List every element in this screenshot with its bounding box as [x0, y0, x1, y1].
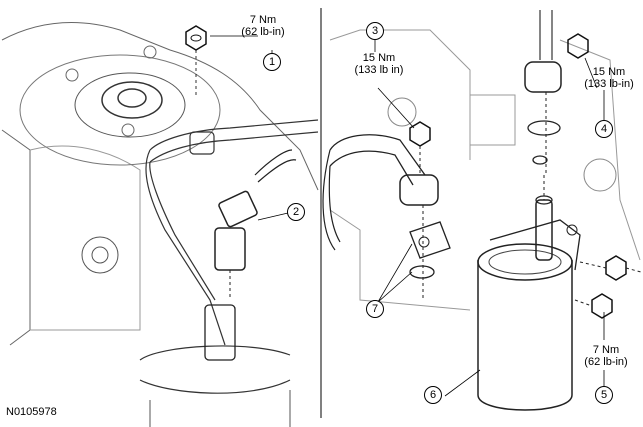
torque-spec-5-value: 7 Nm	[592, 344, 620, 356]
left-leaders	[195, 35, 289, 221]
right-view	[322, 10, 642, 411]
torque-spec-1: 7 Nm (62 lb-in)	[236, 14, 290, 38]
right-leaders	[374, 40, 605, 397]
callout-2: 2	[287, 203, 305, 221]
torque-spec-4-value: 15 Nm	[592, 66, 626, 78]
callout-3: 3	[366, 22, 384, 40]
torque-spec-4-imperial: (133 lb-in)	[584, 78, 634, 90]
left-view	[1, 22, 319, 427]
torque-spec-1-imperial: (62 lb-in)	[241, 26, 285, 38]
figure-id: N0105978	[6, 406, 57, 418]
callout-4: 4	[595, 120, 613, 138]
callout-5: 5	[595, 386, 613, 404]
callout-1: 1	[263, 53, 281, 71]
torque-spec-5-imperial: (62 lb-in)	[584, 356, 628, 368]
callout-7: 7	[366, 300, 384, 318]
torque-spec-1-value: 7 Nm	[249, 14, 277, 26]
callout-6: 6	[424, 386, 442, 404]
torque-spec-5: 7 Nm (62 lb-in)	[577, 344, 635, 368]
torque-spec-3-imperial: (133 lb in)	[354, 64, 404, 76]
torque-spec-3-value: 15 Nm	[362, 52, 396, 64]
torque-spec-4: 15 Nm (133 lb-in)	[577, 66, 641, 90]
torque-spec-3: 15 Nm (133 lb in)	[348, 52, 410, 76]
